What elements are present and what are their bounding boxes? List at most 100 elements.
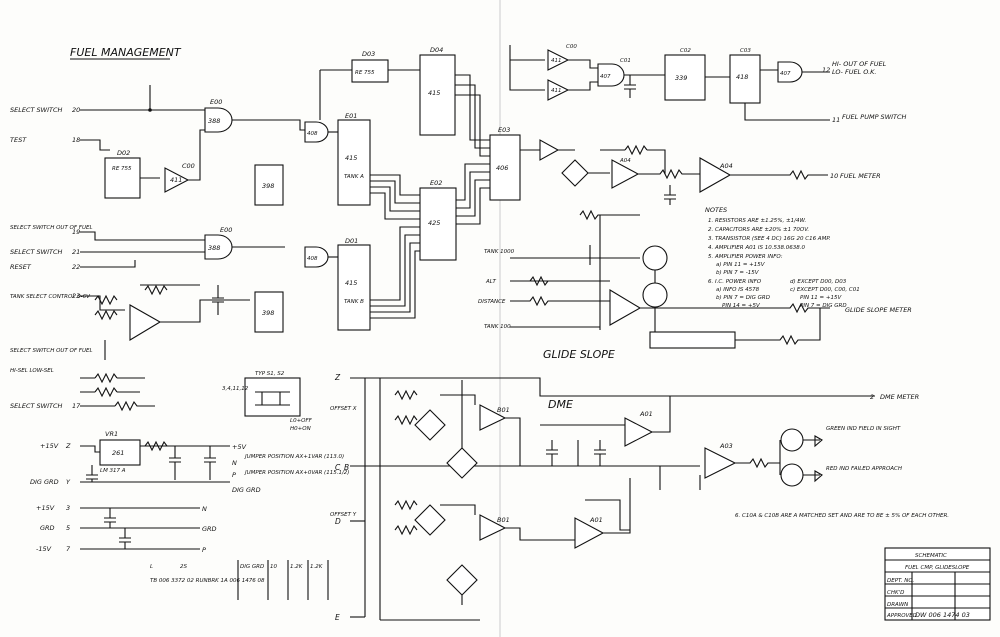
power-out-n: N: [232, 459, 237, 467]
bridge-lower-left: [414, 504, 446, 536]
svg-text:1.2K: 1.2K: [290, 564, 303, 570]
bus-e02-e03: [455, 74, 490, 225]
chip-d01: [337, 244, 371, 331]
input-pin: 21: [72, 248, 80, 256]
chip-c00-part: 411: [170, 176, 182, 184]
tank-a-label: TANK A: [344, 174, 364, 180]
svg-text:6. I.C. POWER INFO: 6. I.C. POWER INFO: [708, 279, 762, 285]
svg-text:PIN 7 = DIG GRD: PIN 7 = DIG GRD: [800, 303, 847, 309]
input-pin: Z: [65, 442, 71, 450]
svg-text:C02: C02: [680, 48, 691, 54]
svg-text:d) EXCEPT D00, D03: d) EXCEPT D00, D03: [790, 279, 847, 285]
chip-d02-label: D02: [117, 149, 130, 157]
svg-text:c) EXCEPT D00, C00, C01: c) EXCEPT D00, C00, C01: [790, 287, 860, 293]
chip-e00-a-label: E00: [210, 98, 222, 106]
chip-398-lower: [254, 291, 284, 333]
input-pin: 7: [66, 545, 71, 553]
svg-text:N: N: [202, 505, 207, 513]
chip-e03-part: 406: [496, 164, 508, 172]
input-pin: Y: [66, 478, 71, 486]
chip-e02-label: E02: [430, 179, 442, 187]
input-label-hi-lo-sel: HI-SEL LOW-SEL: [10, 368, 54, 374]
chip-e01-part: 415: [345, 154, 357, 162]
svg-text:P: P: [202, 546, 206, 554]
svg-text:DISTANCE: DISTANCE: [478, 299, 506, 305]
input-label-tank-select: TANK SELECT CONTROL 0-6V: [10, 294, 91, 300]
jumper-box: [244, 377, 301, 417]
svg-text:A04: A04: [619, 158, 631, 164]
input-label-grd: GRD: [40, 524, 55, 532]
svg-text:a) INFO IS 4578: a) INFO IS 4578: [716, 287, 760, 293]
svg-text:DRAWN: DRAWN: [887, 602, 908, 608]
chip-d01-part: 415: [345, 279, 357, 287]
jumper-on: H0+ON: [290, 426, 311, 432]
svg-text:TB 006 3372 02 RUNBRK 1A 006 1: TB 006 3372 02 RUNBRK 1A 006 1476 08: [150, 578, 265, 584]
opamp-b01-lower-label: B01: [497, 516, 510, 524]
svg-text:5. AMPLIFIER POWER INFO:: 5. AMPLIFIER POWER INFO:: [708, 254, 783, 260]
output-fuel-meter: FUEL METER: [840, 172, 881, 180]
input-pin: 23: [72, 292, 80, 300]
note-6: 6. C10A & C10B ARE A MATCHED SET AND ARE…: [735, 513, 949, 519]
opamp-b01-lower: [479, 514, 507, 541]
svg-text:PIN 14 = +5V: PIN 14 = +5V: [722, 303, 761, 309]
svg-text:ALT: ALT: [485, 279, 496, 285]
bridge-lower-right: [446, 564, 478, 596]
chip-e03: [489, 134, 521, 201]
gate-408-lower-part: 408: [307, 256, 318, 262]
svg-text:Z: Z: [334, 373, 341, 382]
output-green-ind: GREEN IND FIELD IN SIGHT: [826, 426, 901, 432]
chip-d01-label: D01: [345, 237, 358, 245]
dme-circuit: A01 A03 A01: [365, 377, 875, 549]
bridge-upper-right: [446, 447, 478, 479]
input-pin: 17: [72, 402, 81, 410]
input-label-select-switch-3: SELECT SWITCH: [10, 402, 63, 410]
svg-text:DIG GRD: DIG GRD: [240, 564, 264, 570]
input-label-select-switch-2: SELECT SWITCH: [10, 248, 63, 256]
chip-c00-label: C00: [182, 162, 195, 170]
output-11-label: FUEL PUMP SWITCH: [842, 113, 907, 121]
power-out-p: P: [232, 471, 236, 479]
input-labels: SELECT SWITCH 20 TEST 18 SELECT SWITCH O…: [10, 106, 93, 553]
output-12-label: HI- OUT OF FUEL: [832, 60, 887, 68]
svg-text:NOTES: NOTES: [705, 206, 727, 214]
jumper-position-2: JUMPER POSITION AX+0VAR (115.1/2): [244, 470, 349, 476]
chip-e00-a: [204, 107, 233, 133]
chip-e00-b-label: E00: [220, 226, 232, 234]
fuel-meter-chain: A04 A04: [520, 139, 828, 205]
chip-398-upper-part: 398: [262, 182, 274, 190]
input-label-plus15v: +15V: [40, 442, 59, 450]
svg-text:418: 418: [736, 73, 748, 81]
svg-text:A04: A04: [719, 162, 733, 170]
output-12-pin: 12: [822, 66, 830, 74]
chip-e01: [337, 119, 371, 206]
jumper-pins: 3,4,11,12: [222, 386, 249, 392]
opamp-b01-upper-label: B01: [497, 406, 510, 414]
svg-text:C00: C00: [566, 44, 577, 50]
svg-text:FUEL CMP, GLIDESLOPE: FUEL CMP, GLIDESLOPE: [905, 565, 970, 571]
input-label-out-of-fuel: SELECT SWITCH OUT OF FUEL: [10, 225, 93, 231]
input-label-plus15v-2: +15V: [36, 504, 55, 512]
input-pin: 3: [66, 504, 70, 512]
svg-text:C03: C03: [740, 48, 751, 54]
chip-398-lower-part: 398: [262, 309, 274, 317]
bottom-parts-table: L 2S DIG GRD 10 1.2K 1.2K TB 006 3372 02…: [150, 560, 329, 600]
svg-text:APPROVED: APPROVED: [886, 613, 917, 619]
svg-text:b) PIN 7 = -15V: b) PIN 7 = -15V: [716, 270, 760, 276]
svg-text:PIN 11 = +15V: PIN 11 = +15V: [800, 295, 843, 301]
chip-d03-part: RE 755: [355, 70, 375, 76]
gate-408-lower: [304, 246, 329, 268]
power-capacitors: [86, 446, 216, 482]
chip-d04-label: D04: [430, 46, 443, 54]
svg-text:CHK'D: CHK'D: [887, 590, 904, 596]
input-pin: 5: [66, 524, 70, 532]
output-12-label-lo: LO- FUEL O.K.: [832, 68, 877, 76]
input-label-select-switch: SELECT SWITCH: [10, 106, 63, 114]
chip-398-upper: [254, 164, 284, 206]
svg-text:DW 006 1474 03: DW 006 1474 03: [915, 611, 970, 619]
chip-e00-b: [204, 234, 233, 260]
chip-e00-a-part: 388: [208, 117, 220, 125]
chip-d02-part: RE 755: [112, 166, 132, 172]
chip-c00: [164, 167, 190, 193]
